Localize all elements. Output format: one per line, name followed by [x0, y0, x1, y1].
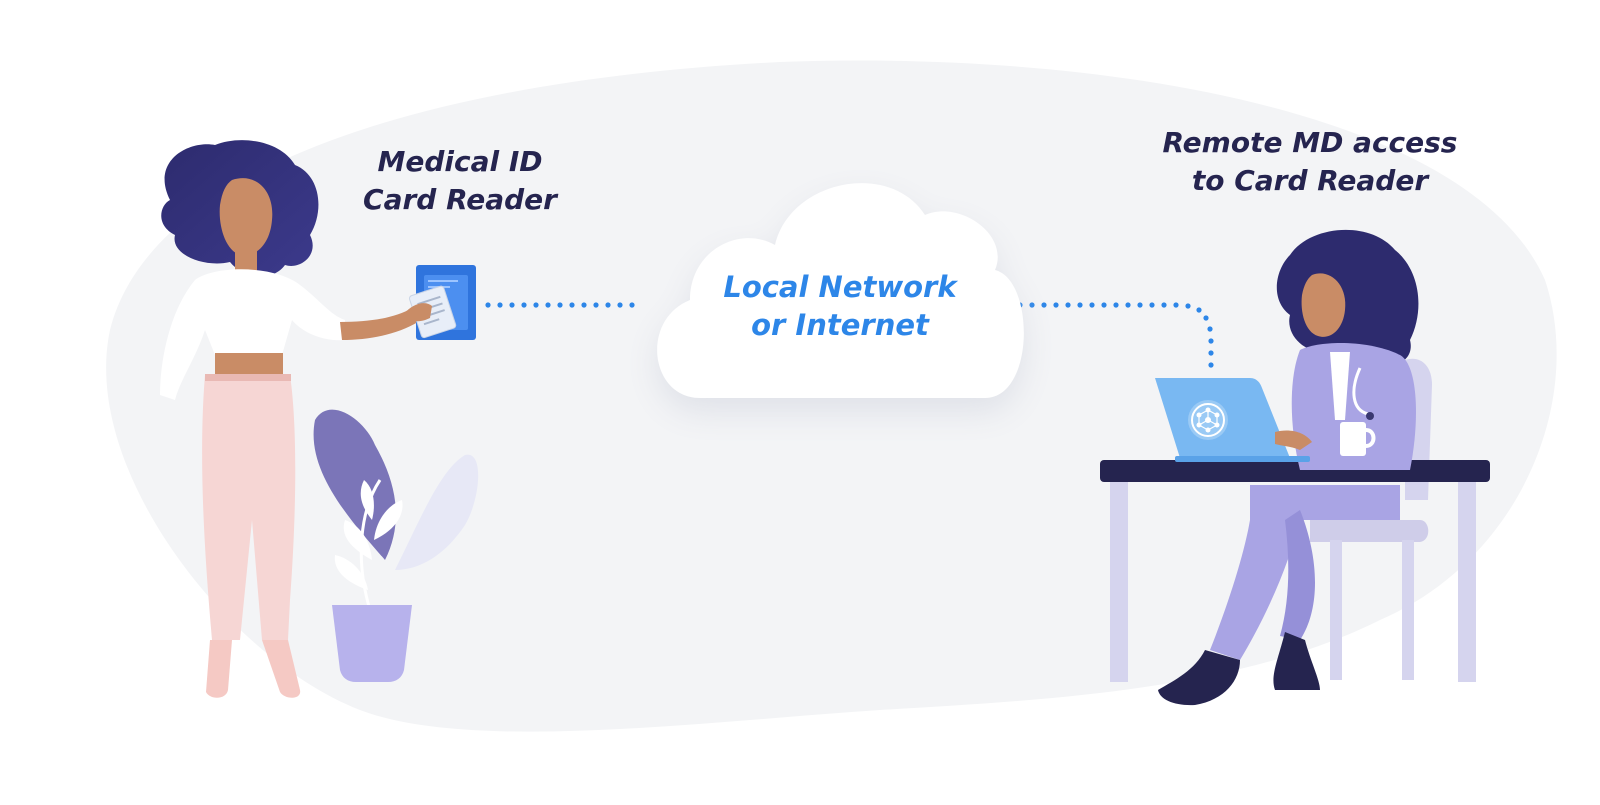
connector-left — [485, 302, 635, 308]
network-label: Local Network or Internet — [690, 268, 990, 344]
patient-figure — [160, 140, 418, 698]
card-reader-label-line1: Medical ID — [377, 145, 543, 178]
cloud-icon — [657, 183, 1024, 398]
network-label-line2: or Internet — [751, 308, 929, 342]
desk — [1100, 460, 1490, 682]
remote-access-label-line2: to Card Reader — [1191, 164, 1429, 197]
laptop-icon — [1155, 378, 1310, 462]
network-label-line1: Local Network — [723, 270, 957, 304]
remote-access-label-line1: Remote MD access — [1162, 126, 1458, 159]
doctor-figure — [1158, 229, 1419, 706]
plant-icon — [313, 409, 479, 682]
card-reader-label-line2: Card Reader — [363, 183, 557, 216]
remote-access-label: Remote MD access to Card Reader — [1130, 124, 1490, 200]
card-reader-label: Medical ID Card Reader — [330, 143, 590, 219]
card-reader-icon — [404, 265, 476, 340]
doctor-hand — [1275, 430, 1312, 450]
network-hub-icon — [1188, 400, 1228, 440]
